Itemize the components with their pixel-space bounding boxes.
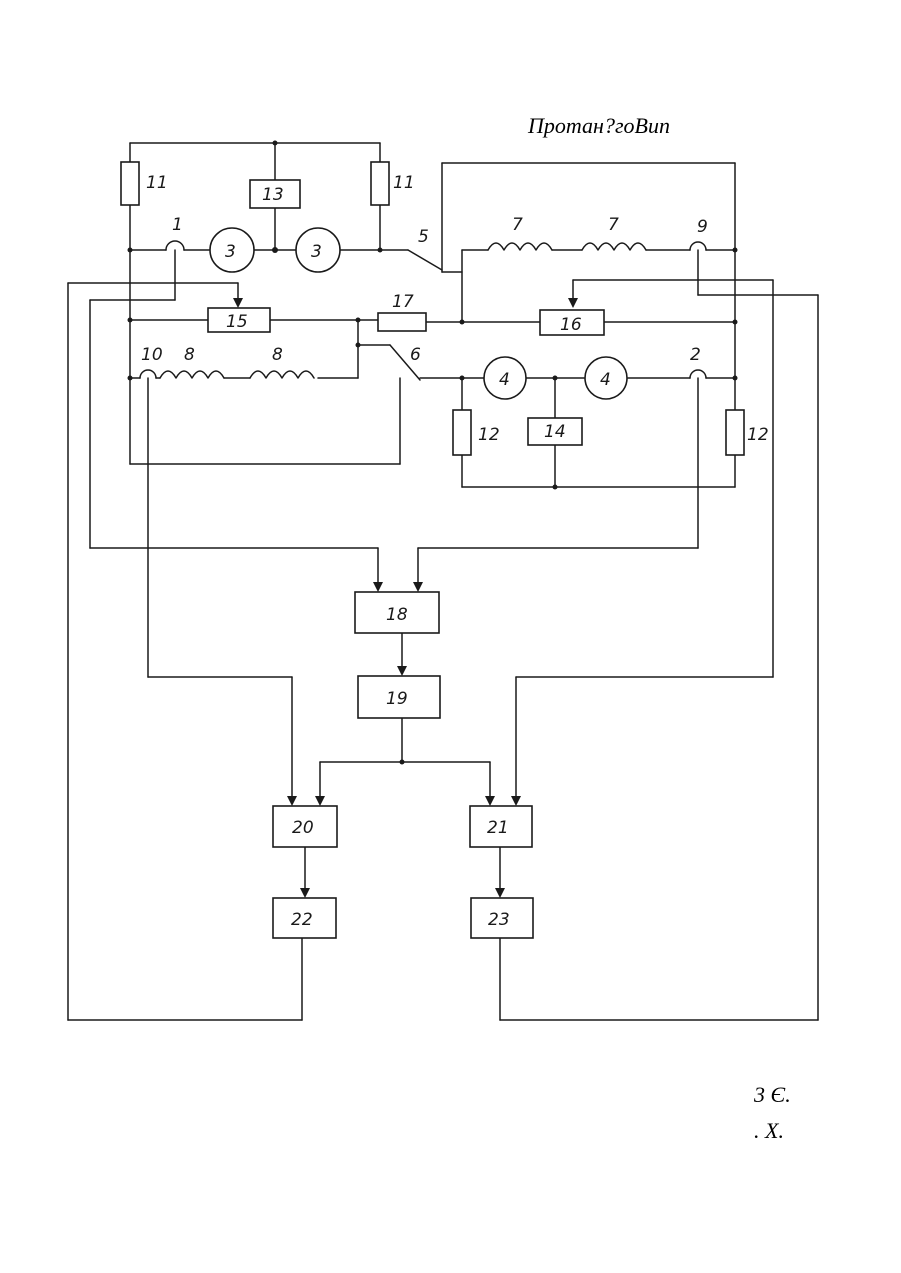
- label-19: 19: [386, 689, 408, 709]
- label-13: 13: [262, 185, 284, 205]
- resistor-12-right: [726, 410, 744, 455]
- coil-8-left: [160, 371, 224, 378]
- resistor-11-right: [371, 162, 389, 205]
- resistor-12-left: [453, 410, 471, 455]
- label-23: 23: [488, 910, 510, 930]
- label-22: 22: [291, 910, 313, 930]
- coil-8-right: [250, 371, 314, 378]
- brush-1: [166, 241, 184, 250]
- label-14: 14: [544, 422, 566, 442]
- label-4-left: 4: [499, 370, 510, 390]
- label-12-left: 12: [478, 425, 500, 445]
- label-8-left: 8: [184, 345, 195, 365]
- brush-9: [690, 242, 706, 250]
- caption-text: Протан?гоВип: [527, 113, 670, 138]
- label-5: 5: [418, 227, 429, 247]
- label-3-left: 3: [225, 242, 236, 262]
- brush-2: [690, 370, 706, 378]
- label-17: 17: [392, 292, 414, 312]
- resistor-17: [378, 313, 426, 331]
- coil-7-right: [582, 243, 646, 250]
- coil-7-left: [488, 243, 552, 250]
- label-16: 16: [560, 315, 582, 335]
- label-8-right: 8: [272, 345, 283, 365]
- label-9: 9: [697, 217, 708, 237]
- label-20: 20: [292, 818, 314, 838]
- top-bridge-wiring: [130, 143, 735, 464]
- label-15: 15: [226, 312, 248, 332]
- resistor-11-left: [121, 162, 139, 205]
- label-18: 18: [386, 605, 408, 625]
- label-3-right: 3: [311, 242, 322, 262]
- signal-wiring: [68, 250, 818, 1020]
- label-6: 6: [410, 345, 421, 365]
- label-7-left: 7: [512, 215, 523, 235]
- label-2: 2: [690, 345, 701, 365]
- label-11-right: 11: [393, 173, 415, 193]
- footer-line-2: . Х.: [754, 1118, 784, 1143]
- label-10: 10: [141, 345, 163, 365]
- label-1: 1: [172, 215, 183, 235]
- label-11-left: 11: [146, 173, 168, 193]
- brush-10: [140, 370, 156, 378]
- label-12-right: 12: [747, 425, 769, 445]
- footer-line-1: 3 Є.: [753, 1082, 791, 1107]
- label-21: 21: [487, 818, 509, 838]
- label-7-right: 7: [608, 215, 619, 235]
- label-4-right: 4: [600, 370, 611, 390]
